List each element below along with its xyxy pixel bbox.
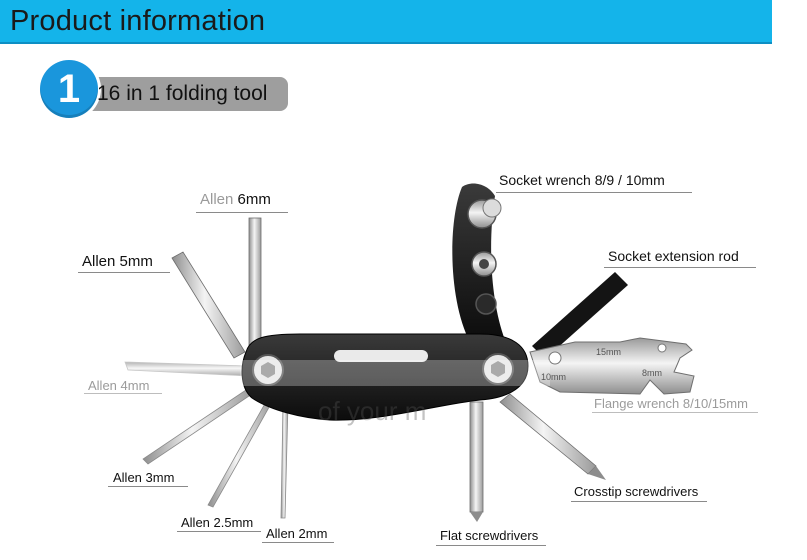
leader-allen-2-5mm (177, 531, 261, 532)
flat-screwdriver (469, 401, 484, 522)
leader-socket-extension-rod (604, 267, 756, 268)
socket-extension-rod (532, 272, 628, 359)
label-allen-4mm: Allen 4mm (88, 378, 150, 393)
leader-flat-screwdrivers (436, 545, 546, 546)
label-crosstip-screwdrivers: Crosstip screwdrivers (574, 484, 699, 499)
socket-wrench-arm (452, 183, 505, 342)
label-allen-6mm-size: 6mm (237, 191, 271, 208)
crosstip-screwdriver (499, 393, 606, 480)
label-allen-5mm: Allen 5mm (82, 253, 153, 270)
flange-mark-8mm: 8mm (642, 368, 662, 378)
page-title: Product information (10, 5, 266, 37)
label-allen-2mm: Allen 2mm (266, 526, 328, 541)
allen-4mm-key (124, 361, 249, 377)
header-bar: Product information (0, 0, 772, 44)
leader-socket-wrench (496, 192, 692, 193)
label-flat-screwdrivers: Flat screwdrivers (440, 528, 539, 543)
flange-mark-15mm: 15mm (596, 347, 621, 357)
watermark-band (240, 360, 550, 386)
leader-flange-wrench (592, 412, 758, 413)
tool-body (241, 333, 529, 421)
step-badge (40, 60, 98, 118)
label-allen-6mm-prefix: Allen (200, 191, 238, 208)
leader-allen-5mm (78, 272, 170, 273)
flange-mark-10mm: 10mm (541, 372, 566, 382)
label-allen-6mm: Allen 6mm (200, 191, 271, 208)
label-flange-wrench: Flange wrench 8/10/15mm (594, 396, 748, 411)
leader-crosstip-screwdrivers (571, 501, 707, 502)
label-socket-extension-rod: Socket extension rod (608, 248, 739, 264)
allen-3mm-key (142, 389, 253, 465)
label-socket-wrench: Socket wrench 8/9 / 10mm (499, 172, 665, 188)
flange-wrench (529, 337, 695, 395)
leader-allen-3mm (108, 486, 188, 487)
step-label: 16 in 1 folding tool (97, 82, 268, 105)
leader-allen-4mm (84, 393, 162, 394)
watermark-text: of your m (318, 396, 426, 426)
allen-5mm-key (171, 251, 246, 359)
label-allen-3mm: Allen 3mm (113, 470, 175, 485)
leader-allen-6mm (196, 212, 288, 213)
step-number: 1 (57, 67, 81, 111)
label-allen-2-5mm: Allen 2.5mm (181, 515, 254, 530)
allen-6mm-key (248, 217, 262, 359)
step-pill (72, 77, 288, 111)
leader-allen-2mm (262, 542, 334, 543)
allen-2mm-key (280, 403, 289, 519)
